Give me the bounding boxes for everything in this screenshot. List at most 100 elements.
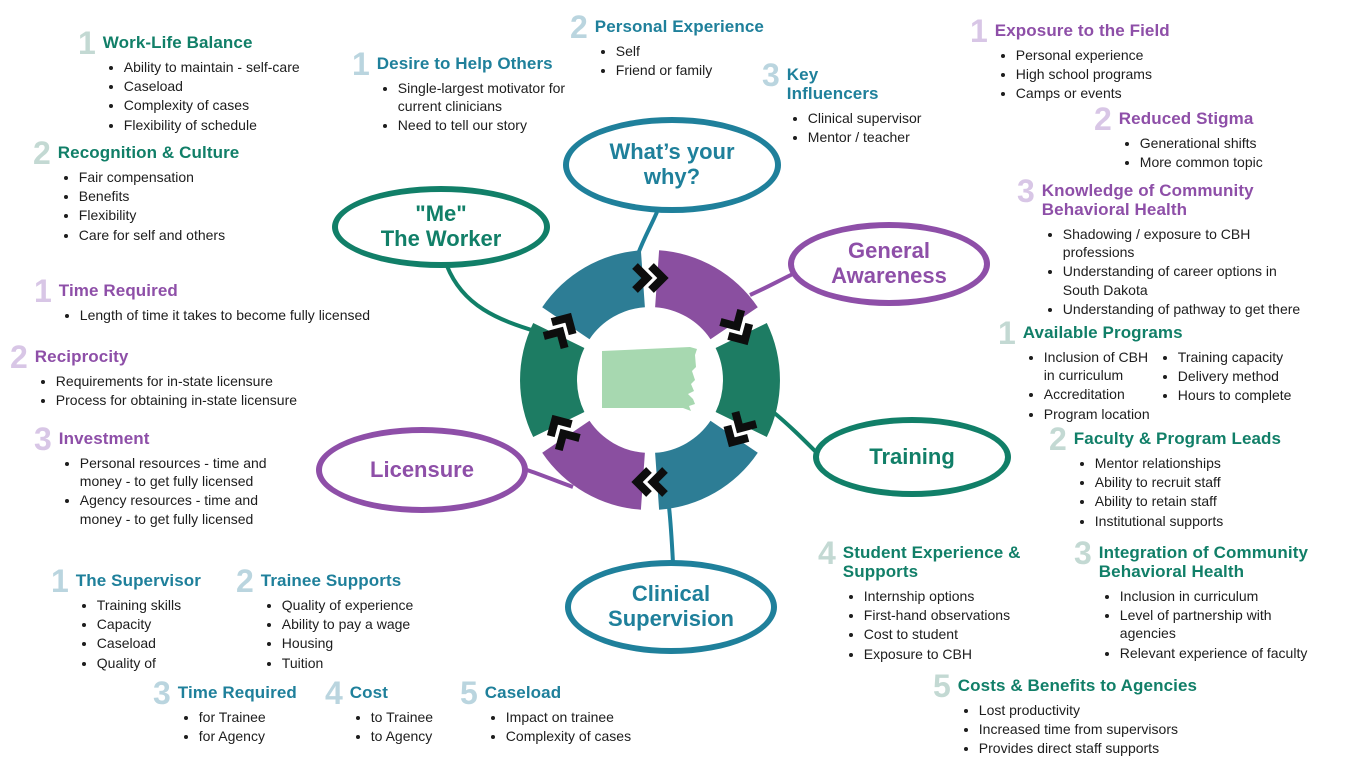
bullet-item: Training skills	[97, 596, 181, 614]
bullet-list: Training skillsCapacityCaseloadQuality o…	[76, 595, 181, 673]
section-title: Desire to Help Others	[376, 54, 553, 73]
section-desire-help-others: 1 Desire to Help Others Single-largest m…	[352, 48, 572, 136]
section-title: Key Influencers	[786, 65, 879, 104]
section-caseload: 5 Caseload Impact on traineeComplexity o…	[460, 675, 631, 746]
bullet-item: Process for obtaining in-state licensure	[56, 391, 297, 409]
bullet-list: Personal resources - time and money - to…	[59, 453, 291, 529]
section-costs-benefits: 5 Costs & Benefits to Agencies Lost prod…	[933, 670, 1198, 759]
bullet-list: Length of time it takes to become fully …	[59, 305, 370, 325]
section-title: Personal Experience	[594, 17, 764, 36]
bullet-item: Mentor / teacher	[808, 128, 922, 146]
bubble-label-line: Clinical	[631, 581, 711, 607]
ring-segment-licensure	[542, 420, 645, 510]
bullet-item: Cost to student	[864, 625, 1010, 643]
bubble-label-line: General	[848, 238, 930, 264]
section-number: 5	[460, 675, 478, 711]
section-key-influencers: 3 Key Influencers Clinical supervisorMen…	[762, 59, 922, 147]
section-bullets: Personal experienceHigh school programsC…	[995, 40, 1170, 104]
bullet-item: Provides direct staff supports	[979, 739, 1178, 757]
bullet-item: Friend or family	[616, 61, 712, 79]
bullet-item: Fair compensation	[79, 168, 225, 186]
bullet-list: Single-largest motivator for current cli…	[377, 78, 572, 136]
bubble-label-line: Training	[869, 443, 955, 469]
section-bullets: SelfFriend or family	[595, 36, 764, 80]
bullet-list: Training capacityDelivery methodHours to…	[1157, 347, 1292, 424]
connector-clinical-supervision	[667, 506, 675, 564]
section-bullets: Fair compensationBenefitsFlexibilityCare…	[58, 162, 240, 245]
section-title: Caseload	[484, 683, 562, 702]
section-title: Costs & Benefits to Agencies	[957, 676, 1198, 695]
connector-general-awareness	[749, 270, 798, 297]
bullet-item: Training capacity	[1178, 348, 1292, 366]
cycle-arrow	[719, 308, 754, 346]
section-title: Time Required	[58, 281, 178, 300]
bullet-item: Program location	[1044, 405, 1155, 423]
section-exposure-field: 1 Exposure to the Field Personal experie…	[970, 15, 1170, 104]
connector-training	[770, 409, 818, 454]
bullet-list: Inclusion of CBH in curriculumAccreditat…	[1023, 347, 1155, 424]
section-title: Reduced Stigma	[1118, 109, 1254, 128]
bullet-item: Relevant experience of faculty	[1120, 644, 1324, 662]
section-bullets: Inclusion in curriculumLevel of partners…	[1099, 581, 1334, 663]
bubble-label-line: What’s your	[609, 139, 735, 165]
section-bullets: Lost productivityIncreased time from sup…	[958, 695, 1197, 759]
section-bullets: Personal resources - time and money - to…	[59, 448, 291, 529]
section-number: 1	[51, 563, 69, 599]
bullet-item: Ability to maintain - self-care	[124, 58, 300, 76]
section-title: The Supervisor	[75, 571, 201, 590]
bullet-item: Mentor relationships	[1095, 454, 1223, 472]
bullet-item: Single-largest motivator for current cli…	[398, 79, 572, 115]
section-work-life-balance: 1 Work-Life Balance Ability to maintain …	[78, 25, 300, 135]
bullet-item: Agency resources - time and money - to g…	[80, 491, 291, 527]
section-bullets: for Traineefor Agency	[178, 702, 297, 746]
section-number: 1	[34, 273, 52, 309]
section-bullets: to Traineeto Agency	[350, 702, 433, 746]
bullet-list: Personal experienceHigh school programsC…	[995, 45, 1152, 104]
bullet-item: Inclusion in curriculum	[1120, 587, 1324, 605]
bubble-label-line: Awareness	[831, 263, 947, 288]
bullet-item: Requirements for in-state licensure	[56, 372, 297, 390]
bullet-item: Internship options	[864, 587, 1010, 605]
section-time-required-licensure: 1 Time Required Length of time it takes …	[34, 273, 370, 325]
section-title: Trainee Supports	[260, 571, 402, 590]
bullet-item: Shadowing / exposure to CBH professions	[1063, 225, 1314, 261]
bullet-list: to Traineeto Agency	[350, 707, 433, 746]
cycle-arrow	[723, 410, 758, 448]
bullet-item: to Agency	[371, 727, 433, 745]
connector-whats-your-why	[636, 211, 659, 255]
bullet-item: Flexibility of schedule	[124, 116, 300, 134]
section-number: 3	[1074, 535, 1092, 571]
section-bullets: Length of time it takes to become fully …	[59, 300, 370, 325]
section-number: 1	[78, 25, 96, 61]
bullet-item: Impact on trainee	[506, 708, 631, 726]
section-title: Faculty & Program Leads	[1073, 429, 1282, 448]
bullet-list: Mentor relationshipsAbility to recruit s…	[1074, 453, 1223, 531]
bullet-list: Requirements for in-state licensureProce…	[35, 371, 297, 410]
bullet-item: Tuition	[282, 654, 414, 672]
bullet-item: Self	[616, 42, 712, 60]
bullet-list: Inclusion in curriculumLevel of partners…	[1099, 586, 1324, 663]
bullet-list: SelfFriend or family	[595, 41, 712, 80]
section-the-supervisor: 1 The Supervisor Training skillsCapacity…	[51, 563, 201, 673]
bullet-item: Delivery method	[1178, 367, 1292, 385]
section-number: 2	[10, 339, 28, 375]
section-bullets: Generational shiftsMore common topic	[1119, 128, 1263, 172]
section-title: Work-Life Balance	[102, 33, 253, 52]
ring-segment-training	[715, 323, 780, 437]
section-number: 3	[153, 675, 171, 711]
section-title: Available Programs	[1022, 323, 1183, 342]
bullet-list: Shadowing / exposure to CBH professionsU…	[1042, 224, 1314, 319]
ring-segment-clinical-supervision	[655, 420, 758, 510]
section-available-programs: 1 Available Programs Inclusion of CBH in…	[998, 317, 1292, 424]
bullet-item: Ability to recruit staff	[1095, 473, 1223, 491]
section-bullets: Training skillsCapacityCaseloadQuality o…	[76, 590, 201, 673]
section-knowledge-cbh: 3 Knowledge of Community Behavioral Heal…	[1017, 175, 1314, 319]
bullet-list: Generational shiftsMore common topic	[1119, 133, 1263, 172]
section-cost: 4 Cost to Traineeto Agency	[325, 677, 433, 746]
connector-licensure	[526, 468, 574, 489]
section-bullets: Inclusion of CBH in curriculumAccreditat…	[1023, 342, 1292, 424]
bullet-item: Housing	[282, 634, 414, 652]
